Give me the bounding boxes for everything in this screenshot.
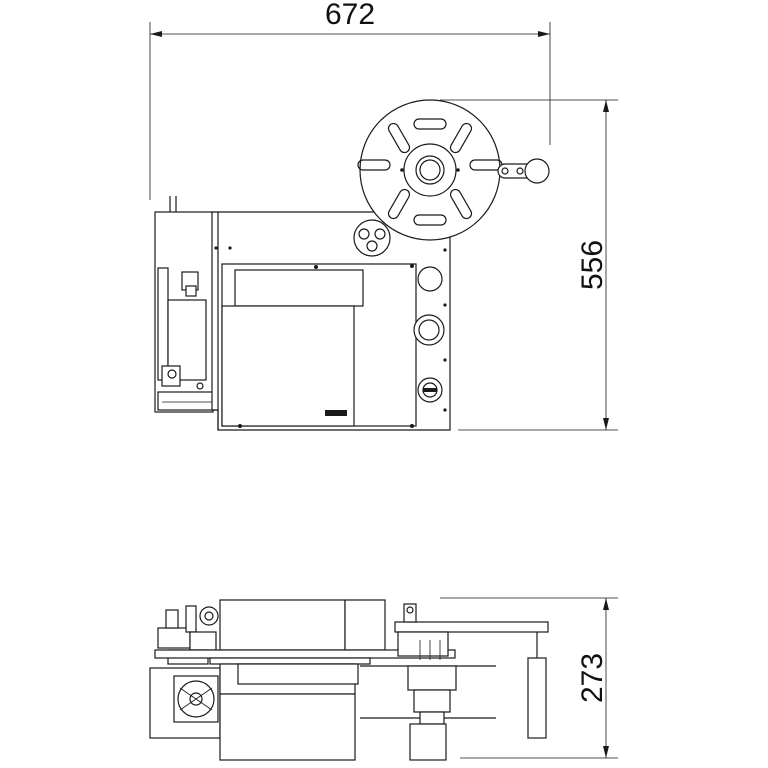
height-dimension-label: 556	[576, 240, 609, 290]
dimension-side-height: 273	[440, 597, 618, 759]
width-dimension-label: 672	[325, 0, 375, 31]
dimension-width: 672	[149, 0, 551, 200]
side-view	[149, 599, 549, 761]
top-view	[154, 99, 550, 431]
side-height-dimension-label: 273	[576, 653, 609, 703]
reel-spokes	[357, 118, 503, 226]
dimension-height: 556	[440, 99, 618, 431]
